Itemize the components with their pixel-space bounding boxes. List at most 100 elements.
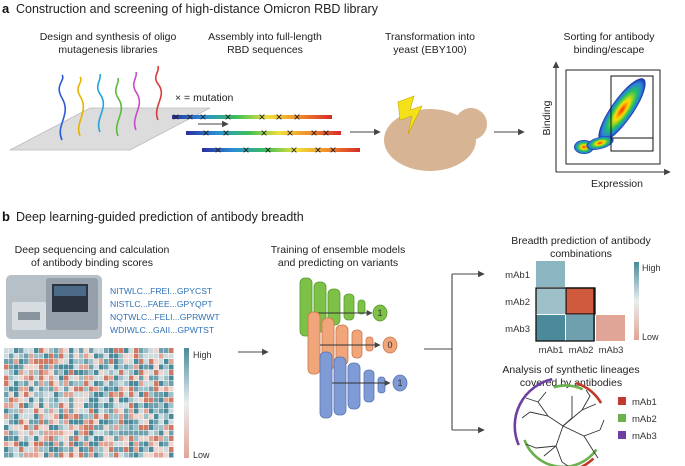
heatmap-cell xyxy=(44,408,49,414)
heatmap-cell xyxy=(14,452,19,458)
matrix-low-label: Low xyxy=(642,332,659,342)
branch-arrow xyxy=(424,270,485,434)
heatmap-cell xyxy=(74,425,79,430)
heatmap-cell xyxy=(104,397,109,403)
heatmap-cell xyxy=(139,392,144,397)
heatmap-cell xyxy=(14,436,19,441)
heatmap-cell xyxy=(89,430,94,436)
heatmap-cell xyxy=(129,452,134,458)
heatmap-cell xyxy=(89,414,94,419)
heatmap-cell xyxy=(19,386,24,392)
heatmap-cell xyxy=(44,375,49,381)
heatmap-cell xyxy=(149,353,154,359)
heatmap-cell xyxy=(114,392,119,397)
heatmap-cell xyxy=(14,375,19,381)
heatmap-cell xyxy=(69,441,74,447)
heatmap-cell xyxy=(49,436,54,441)
heatmap-cell xyxy=(129,441,134,447)
heatmap-cell xyxy=(39,392,44,397)
heatmap-cell xyxy=(124,414,129,419)
heatmap-cell xyxy=(119,403,124,408)
heatmap-cell xyxy=(69,397,74,403)
heatmap-cell xyxy=(129,359,134,364)
heatmap-cell xyxy=(64,436,69,441)
heatmap-cell xyxy=(114,452,119,458)
heatmap-cell xyxy=(164,397,169,403)
heatmap-cell xyxy=(124,447,129,452)
heatmap-cell xyxy=(9,397,14,403)
heatmap-cell xyxy=(99,452,104,458)
heatmap-cell xyxy=(129,386,134,392)
heatmap-cell xyxy=(79,436,84,441)
matrix-highlight xyxy=(565,287,596,315)
step2-label-line1: Assembly into full-length xyxy=(208,31,322,43)
heatmap-cell xyxy=(149,447,154,452)
heatmap-cell xyxy=(169,375,174,381)
heatmap-cell xyxy=(159,447,164,452)
heatmap-cell xyxy=(59,370,64,375)
heatmap-cell xyxy=(29,353,34,359)
heatmap-cell xyxy=(124,436,129,441)
heatmap-cell xyxy=(129,403,134,408)
heatmap-cell xyxy=(99,381,104,386)
heatmap-cell xyxy=(29,436,34,441)
heatmap-cell xyxy=(104,386,109,392)
heatmap-cell xyxy=(104,430,109,436)
heatmap-cell xyxy=(94,397,99,403)
heatmap-cell xyxy=(74,408,79,414)
heatmap-cell xyxy=(89,447,94,452)
heatmap-cell xyxy=(109,447,114,452)
mutation-mark: × xyxy=(286,126,293,140)
heatmap-cell xyxy=(99,447,104,452)
sequence-4: WDIWLC...GAII...GPWTST xyxy=(110,325,215,335)
heatmap-cell xyxy=(29,414,34,419)
heatmap-cell xyxy=(64,419,69,425)
heatmap-cell xyxy=(19,436,24,441)
mutation-mark: × xyxy=(172,110,179,124)
heatmap-cell xyxy=(84,375,89,381)
matrix-row-label: mAb3 xyxy=(505,324,530,335)
heatmap-cell xyxy=(144,348,149,353)
heatmap-cell xyxy=(69,452,74,458)
heatmap-cell xyxy=(9,353,14,359)
heatmap-cell xyxy=(149,408,154,414)
mutation-mark: × xyxy=(202,126,209,140)
heatmap-cell xyxy=(119,364,124,370)
heatmap-cell xyxy=(89,392,94,397)
heatmap-cell xyxy=(4,348,9,353)
heatmap-cell xyxy=(154,353,159,359)
heatmap-cell xyxy=(124,375,129,381)
heatmap-cell xyxy=(104,403,109,408)
heatmap-cell xyxy=(34,353,39,359)
heatmap-cell xyxy=(89,370,94,375)
panel-b: b Deep learning-guided prediction of ant… xyxy=(2,209,661,466)
heatmap-cell xyxy=(164,359,169,364)
heatmap-cell xyxy=(144,436,149,441)
heatmap-cell xyxy=(24,436,29,441)
matrix-cell xyxy=(536,261,565,287)
heatmap-cell xyxy=(134,436,139,441)
mutation-legend: × = mutation xyxy=(175,92,234,104)
heatmap-cell xyxy=(104,425,109,430)
heatmap-cell xyxy=(114,348,119,353)
heatmap-cell xyxy=(109,408,114,414)
output-value-2: 0 xyxy=(387,340,392,350)
mutation-mark: × xyxy=(186,110,193,124)
heatmap-cell xyxy=(34,375,39,381)
heatmap-cell xyxy=(114,425,119,430)
heatmap-cell xyxy=(79,370,84,375)
heatmap-cell xyxy=(24,447,29,452)
heatmap-cell xyxy=(14,359,19,364)
heatmap-cell xyxy=(69,375,74,381)
heatmap-cell xyxy=(44,392,49,397)
heatmap-cell xyxy=(164,386,169,392)
heatmap-cell xyxy=(14,370,19,375)
heatmap-cell xyxy=(79,375,84,381)
heatmap-cell xyxy=(84,397,89,403)
heatmap-cell xyxy=(114,359,119,364)
heatmap-cell xyxy=(159,419,164,425)
heatmap-cell xyxy=(59,430,64,436)
heatmap-cell xyxy=(164,370,169,375)
heatmap-cell xyxy=(64,370,69,375)
